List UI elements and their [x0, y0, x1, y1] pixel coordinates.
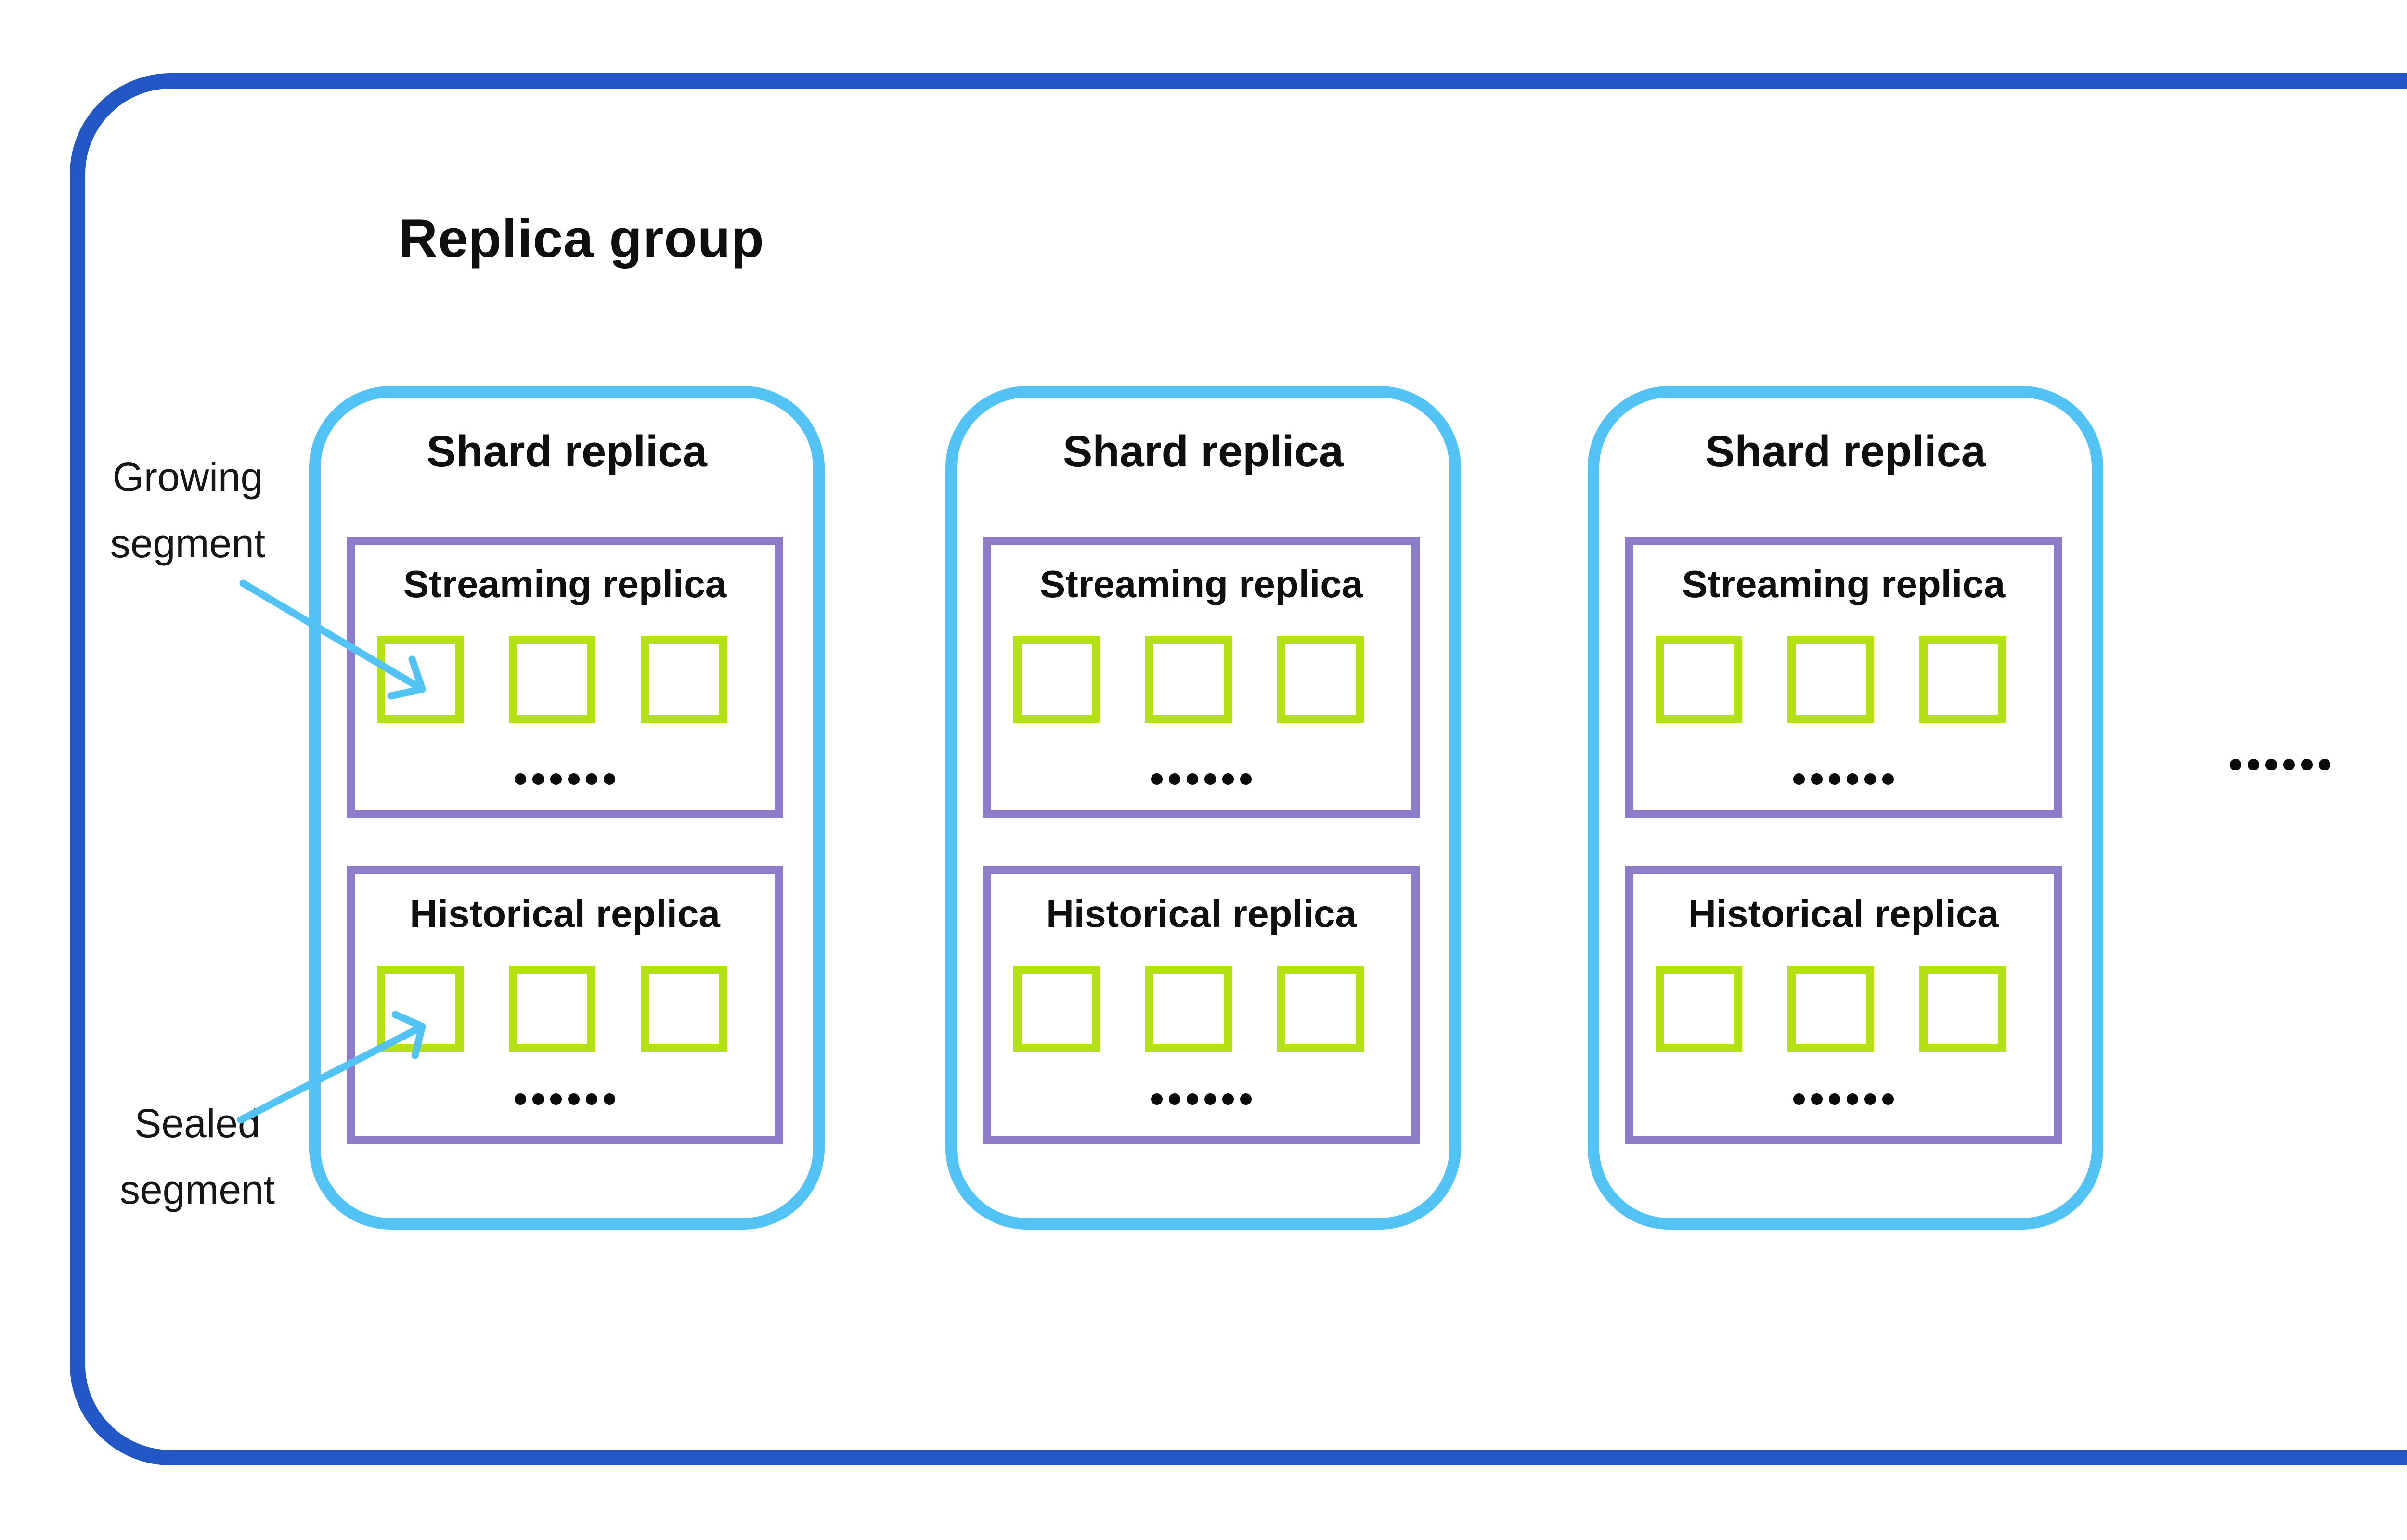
ellipsis-dot: [586, 773, 597, 785]
ellipsis-dot: [1864, 1093, 1876, 1105]
ellipsis-dot: [2248, 759, 2259, 770]
ellipsis-dot: [1169, 773, 1180, 785]
segment-row: [1656, 636, 2006, 723]
ellipsis-dot: [1847, 1093, 1858, 1105]
ellipsis-dot: [1204, 773, 1216, 785]
segment-square: [1013, 636, 1100, 723]
ellipsis-dots: [355, 773, 775, 785]
shard-replica-card: Shard replica Streaming replica Historic…: [945, 386, 1461, 1230]
ellipsis-dot: [568, 773, 580, 785]
shard-replica-title: Shard replica: [1063, 427, 1344, 476]
ellipsis-dot: [1793, 1093, 1805, 1105]
segment-row: [1013, 636, 1364, 723]
segment-square: [641, 966, 727, 1052]
historical-replica-title: Historical replica: [1046, 892, 1357, 935]
ellipsis-dot: [1187, 1093, 1198, 1105]
shard-replica-title: Shard replica: [1705, 427, 1986, 476]
sealed-segment-label: Sealed segment: [99, 1090, 296, 1223]
shard-replica-card: Shard replica Streaming replica Historic…: [309, 386, 825, 1230]
ellipsis-dot: [1882, 1093, 1894, 1105]
ellipsis-dot: [2230, 759, 2241, 770]
ellipsis-dot: [1151, 1093, 1163, 1105]
ellipsis-dot: [1187, 773, 1198, 785]
segment-square: [1277, 636, 1364, 723]
ellipsis-dot: [1829, 1093, 1840, 1105]
more-shards-ellipsis: [2230, 759, 2330, 770]
ellipsis-dot: [1829, 773, 1840, 785]
historical-replica-box: Historical replica: [347, 866, 783, 1144]
ellipsis-dots: [991, 773, 1411, 785]
ellipsis-dot: [1240, 773, 1252, 785]
ellipsis-dot: [550, 1093, 562, 1105]
ellipsis-dot: [515, 1093, 526, 1105]
segment-square: [1013, 966, 1100, 1052]
ellipsis-dot: [1151, 773, 1163, 785]
ellipsis-dot: [1793, 773, 1805, 785]
historical-replica-title: Historical replica: [1688, 892, 1999, 935]
ellipsis-dot: [1882, 773, 1894, 785]
growing-segment-label-line1: Growing: [112, 454, 263, 500]
ellipsis-dot: [2301, 759, 2313, 770]
segment-square: [641, 636, 727, 723]
segment-row: [377, 966, 727, 1052]
segment-row: [1013, 966, 1364, 1052]
streaming-replica-title: Streaming replica: [1039, 563, 1363, 605]
segment-square: [1787, 636, 1874, 723]
streaming-replica-title: Streaming replica: [1682, 563, 2006, 605]
ellipsis-dot: [515, 773, 526, 785]
segment-square: [1145, 636, 1232, 723]
segment-square: [1919, 636, 2006, 723]
ellipsis-dot: [568, 1093, 580, 1105]
segment-square: [377, 966, 464, 1052]
ellipsis-dot: [1222, 773, 1234, 785]
ellipsis-dot: [604, 773, 615, 785]
segment-square: [509, 636, 595, 723]
segment-square: [1656, 966, 1742, 1052]
segment-square: [1145, 966, 1232, 1052]
segment-square: [509, 966, 595, 1052]
segment-square: [1277, 966, 1364, 1052]
historical-replica-title: Historical replica: [410, 892, 720, 935]
ellipsis-dot: [1240, 1093, 1252, 1105]
segment-square: [1787, 966, 1874, 1052]
ellipsis-dot: [1811, 773, 1823, 785]
ellipsis-dot: [532, 773, 544, 785]
ellipsis-dot: [2265, 759, 2277, 770]
streaming-replica-title: Streaming replica: [403, 563, 727, 605]
segment-row: [377, 636, 727, 723]
ellipsis-dot: [1169, 1093, 1180, 1105]
replica-group-title: Replica group: [399, 208, 764, 269]
segment-square: [1919, 966, 2006, 1052]
historical-replica-box: Historical replica: [983, 866, 1420, 1144]
streaming-replica-box: Streaming replica: [1625, 537, 2062, 818]
streaming-replica-box: Streaming replica: [983, 537, 1420, 818]
ellipsis-dot: [2283, 759, 2295, 770]
streaming-replica-box: Streaming replica: [347, 537, 783, 818]
segment-square: [377, 636, 464, 723]
shard-replica-title: Shard replica: [427, 427, 707, 476]
ellipsis-dot: [586, 1093, 597, 1105]
historical-replica-box: Historical replica: [1625, 866, 2062, 1144]
ellipsis-dots: [991, 1093, 1411, 1105]
ellipsis-dot: [550, 773, 562, 785]
ellipsis-dots: [1633, 773, 2054, 785]
ellipsis-dot: [1811, 1093, 1823, 1105]
ellipsis-dot: [604, 1093, 615, 1105]
ellipsis-dot: [1204, 1093, 1216, 1105]
sealed-segment-label-line2: segment: [119, 1167, 275, 1212]
shard-replica-card: Shard replica Streaming replica Historic…: [1588, 386, 2103, 1230]
sealed-segment-label-line1: Sealed: [134, 1101, 260, 1146]
growing-segment-label-line2: segment: [110, 521, 266, 566]
ellipsis-dot: [532, 1093, 544, 1105]
ellipsis-dot: [1864, 773, 1876, 785]
ellipsis-dots: [355, 1093, 775, 1105]
growing-segment-label: Growing segment: [89, 444, 286, 577]
segment-row: [1656, 966, 2006, 1052]
segment-square: [1656, 636, 1742, 723]
ellipsis-dot: [2319, 759, 2330, 770]
ellipsis-dot: [1847, 773, 1858, 785]
ellipsis-dots: [1633, 1093, 2054, 1105]
ellipsis-dot: [1222, 1093, 1234, 1105]
